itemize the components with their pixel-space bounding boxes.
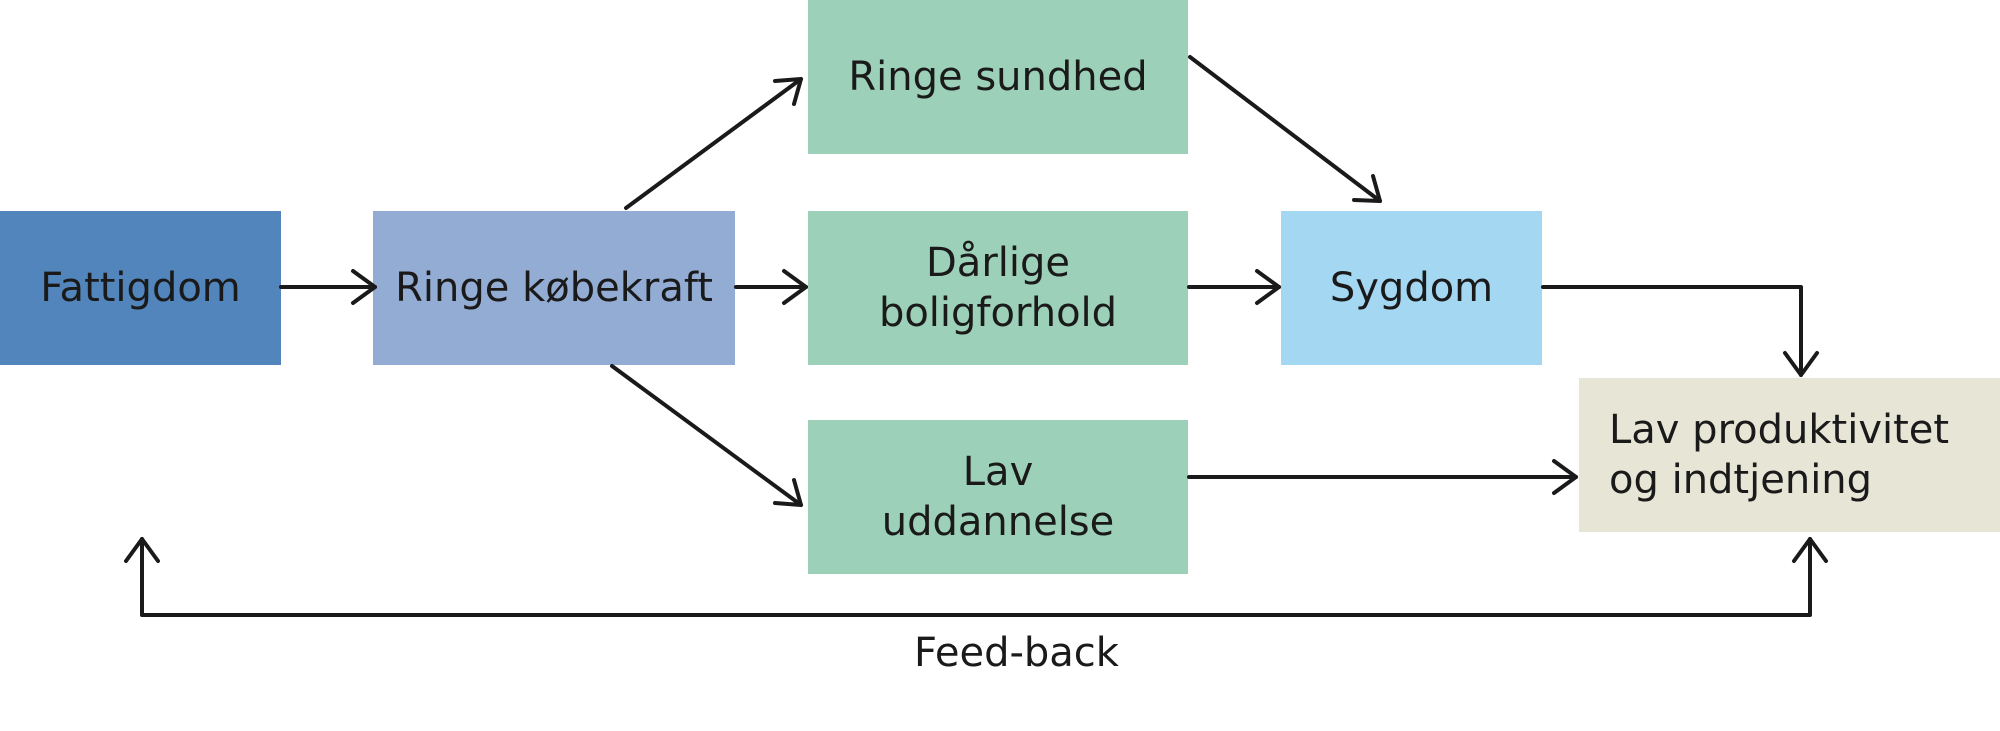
feedback-label: Feed-back [914,630,1119,676]
node-lav-uddannelse: Lav uddannelse [808,420,1188,574]
node-fattigdom-line-1: Fattigdom [40,265,241,311]
node-lav-uddannelse-line-1: Lav [962,449,1034,495]
node-darlige-boligforhold-label: Dårlige boligforhold [879,238,1117,338]
node-lav-uddannelse-label: Lav uddannelse [882,447,1115,547]
node-darlige-boligforhold-line-1: Dårlige [926,240,1070,286]
node-darlige-boligforhold: Dårlige boligforhold [808,211,1188,365]
node-lav-produktivitet: Lav produktivitet og indtjening [1579,378,2000,532]
node-lav-produktivitet-line-2: og indtjening [1609,457,1873,503]
arrow-sundhed-to-sygdom [1188,55,1382,203]
node-ringe-kobekraft-label: Ringe købekraft [395,263,713,313]
arrow-feedback-loop [124,537,1828,617]
arrow-kobekraft-to-sundhed [624,77,803,210]
node-fattigdom: Fattigdom [0,211,281,365]
node-ringe-sundhed: Ringe sundhed [808,0,1188,154]
node-sygdom: Sygdom [1281,211,1542,365]
arrow-sygdom-to-lavprod [1541,285,1819,377]
node-lav-produktivitet-label: Lav produktivitet og indtjening [1609,405,1949,505]
arrow-kobekraft-to-uddannelse [610,364,803,507]
node-ringe-sundhed-line-1: Ringe sundhed [848,54,1148,100]
arrow-uddannelse-to-lavprod [1187,459,1578,495]
node-lav-produktivitet-line-1: Lav produktivitet [1609,407,1950,453]
node-sygdom-line-1: Sygdom [1329,265,1494,311]
arrow-bolig-to-sygdom [1187,269,1281,305]
arrow-fattigdom-to-kobekraft [279,269,377,305]
node-lav-uddannelse-line-2: uddannelse [881,499,1115,545]
node-darlige-boligforhold-line-2: boligforhold [878,290,1118,336]
node-fattigdom-label: Fattigdom [40,263,241,313]
node-ringe-sundhed-label: Ringe sundhed [848,52,1147,102]
node-ringe-kobekraft: Ringe købekraft [373,211,735,365]
node-ringe-kobekraft-line-1: Ringe købekraft [395,265,713,311]
arrow-kobekraft-to-bolig [734,269,808,305]
node-sygdom-label: Sygdom [1330,263,1493,313]
